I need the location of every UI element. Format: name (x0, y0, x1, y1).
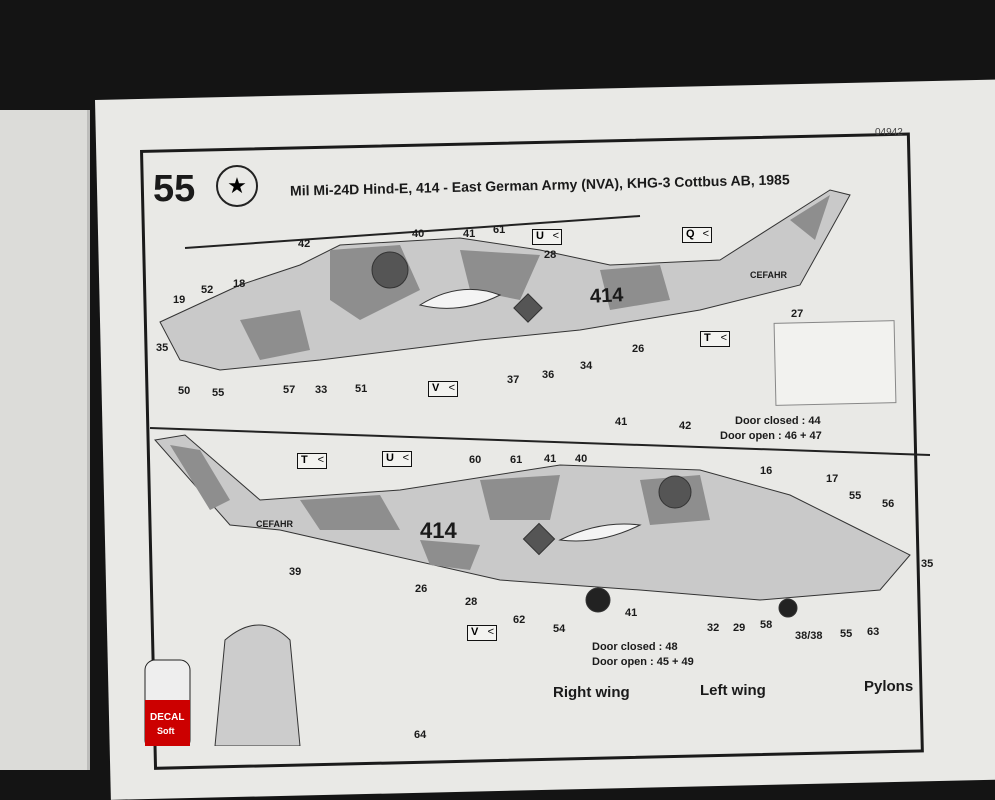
callout-number: 55 (849, 490, 862, 502)
star-emblem-icon: ★ (216, 165, 258, 207)
callout-number: 33 (315, 384, 328, 396)
section-left-wing: Left wing (700, 682, 766, 699)
door-note: Door closed : 44 (735, 415, 821, 427)
stencil-flag: T (297, 453, 327, 469)
callout-number: 51 (355, 383, 368, 395)
callout-number: 50 (178, 385, 191, 397)
stencil-flag: T (700, 331, 730, 347)
door-note: Door open : 46 + 47 (720, 430, 822, 442)
callout-number: 41 (463, 228, 476, 240)
callout-number: 41 (544, 453, 557, 465)
decal-soft-label: Soft (157, 726, 175, 736)
stencil-flag: Q (682, 227, 712, 243)
front-view (214, 624, 301, 746)
bottom-helicopter (149, 427, 931, 618)
callout-number: 28 (465, 596, 478, 608)
stencil-flag: V (467, 625, 497, 641)
callout-number: 26 (632, 343, 645, 355)
door-note: Door open : 45 + 49 (592, 656, 694, 668)
decal-bottle (144, 659, 191, 746)
top-helicopter (159, 189, 851, 371)
callout-number: 60 (469, 454, 482, 466)
callout-number: 27 (791, 308, 804, 320)
callout-number: 40 (575, 453, 588, 465)
helicopter-drawings (144, 189, 931, 746)
callout-number: 61 (510, 454, 523, 466)
callout-number: 19 (173, 294, 186, 306)
callout-number: 61 (493, 224, 506, 236)
callout-number: 34 (580, 360, 593, 372)
callout-number: 37 (507, 374, 520, 386)
decal-label: DECAL (150, 712, 185, 723)
marking-414-bottom: 414 (420, 518, 457, 543)
callout-number: 17 (826, 473, 839, 485)
callout-number: 16 (760, 465, 773, 477)
section-pylons: Pylons (864, 678, 914, 695)
callout-number: 38/38 (795, 630, 823, 642)
callout-number: 52 (201, 284, 214, 296)
callout-number: 40 (412, 228, 425, 240)
serial-top: CEFAHR (750, 270, 788, 280)
callout-number: 35 (156, 342, 169, 354)
door-note: Door closed : 48 (592, 641, 678, 653)
callout-number: 28 (544, 249, 557, 261)
callout-number: 57 (283, 384, 296, 396)
callout-number: 62 (513, 614, 526, 626)
stencil-flag: U (382, 451, 412, 467)
callout-number: 54 (553, 623, 566, 635)
callout-number: 26 (415, 583, 428, 595)
callout-number: 29 (733, 622, 746, 634)
serial-bottom: CEFAHR (256, 519, 294, 529)
section-right-wing: Right wing (553, 684, 630, 701)
page-code: 04942 (875, 127, 903, 138)
callout-number: 18 (233, 278, 246, 290)
callout-number: 55 (212, 387, 225, 399)
marking-414-top: 414 (589, 284, 624, 308)
callout-number: 56 (882, 498, 895, 510)
decal-sheet (773, 320, 897, 406)
callout-number: 42 (298, 238, 311, 250)
stencil-flag: V (428, 381, 458, 397)
part-label: 64 (414, 729, 427, 741)
callout-number: 42 (679, 420, 692, 432)
callout-number: 36 (542, 369, 555, 381)
callout-number: 41 (615, 416, 628, 428)
left-page (0, 110, 90, 770)
callout-number: 58 (760, 619, 773, 631)
callout-number: 39 (289, 566, 302, 578)
callout-number: 63 (867, 626, 880, 638)
callout-number: 55 (840, 628, 853, 640)
callout-number: 35 (921, 558, 934, 570)
stencil-flag: U (532, 229, 562, 245)
callout-number: 41 (625, 607, 638, 619)
profile-number: 55 (153, 168, 196, 210)
callout-number: 32 (707, 622, 720, 634)
